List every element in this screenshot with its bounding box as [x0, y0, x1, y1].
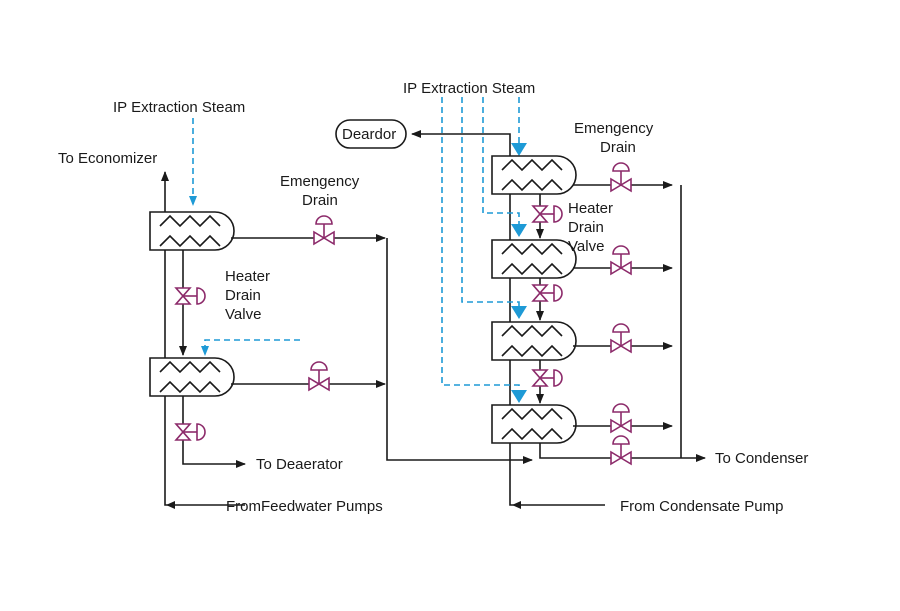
heater-drain-valve-right-1: Heater — [568, 200, 613, 217]
ip-steam-line-4 — [441, 97, 520, 390]
condenser-drain-valve[interactable] — [610, 435, 632, 466]
emergency-drain-right-label-2: Drain — [600, 139, 636, 156]
right-heater-4 — [491, 404, 577, 444]
from-feedwater-label: FromFeedwater Pumps — [226, 498, 383, 515]
right-heater-drain-valve-3[interactable] — [531, 369, 563, 387]
ip-steam-label-left: IP Extraction Steam — [113, 99, 245, 116]
to-economizer-label: To Economizer — [58, 150, 157, 167]
left-heater-train — [149, 118, 533, 509]
to-condenser-label: To Condenser — [715, 450, 808, 467]
steam-inlet-3 — [511, 306, 527, 319]
from-condensate-arrowhead — [512, 501, 521, 509]
right-heater-2 — [491, 239, 577, 279]
emergency-drain-left-label-1: Emengency — [280, 173, 360, 190]
left-lower-drain-valve[interactable] — [174, 423, 206, 441]
deaerator-box — [335, 119, 407, 149]
ip-steam-line-left-lower — [201, 339, 300, 356]
steam-inlet-2 — [511, 224, 527, 237]
right-heater-train — [335, 97, 706, 509]
ip-steam-line-2 — [482, 97, 520, 224]
emergency-drain-right-label-1: Emengency — [574, 120, 654, 137]
heater-drain-valve-left-2: Drain — [225, 287, 261, 304]
right-emergency-valve-2[interactable] — [610, 245, 632, 276]
left-heater-lower — [149, 357, 235, 397]
feedwater-return-line — [164, 230, 245, 506]
to-condenser-line — [539, 443, 706, 462]
condensate-to-deaerator — [411, 130, 511, 158]
right-emergency-valve-1[interactable] — [610, 162, 632, 193]
right-heater-3 — [491, 321, 577, 361]
right-heater-drain-valve-2[interactable] — [531, 284, 563, 302]
right-emergency-valve-4[interactable] — [610, 403, 632, 434]
to-deaerator-line — [182, 396, 246, 468]
ip-steam-line-3 — [461, 97, 520, 306]
heater-drain-valve-left-3: Valve — [225, 306, 261, 323]
steam-inlet-1 — [511, 143, 527, 156]
emergency-drain-header-left — [386, 238, 533, 464]
heater-drain-valve-right-3: Valve — [568, 238, 604, 255]
deaerator-box-label: Deardor — [342, 126, 396, 143]
left-heater-upper — [149, 211, 235, 251]
heater-drain-valve-left-1: Heater — [225, 268, 270, 285]
emergency-drain-left-label-2: Drain — [302, 192, 338, 209]
left-heater-drain-valve[interactable] — [174, 287, 206, 305]
heater-drain-valve-right-2: Drain — [568, 219, 604, 236]
right-heater-drain-valve-1[interactable] — [531, 205, 563, 223]
from-feedwater-arrowhead — [166, 501, 175, 509]
left-emergency-valve-1[interactable] — [313, 215, 335, 246]
left-emergency-valve-2[interactable] — [308, 361, 330, 392]
to-deaerator-label: To Deaerator — [256, 456, 343, 473]
right-emergency-valve-3[interactable] — [610, 323, 632, 354]
from-condensate-label: From Condensate Pump — [620, 498, 783, 515]
right-heater-1 — [491, 155, 577, 195]
ip-steam-label-right: IP Extraction Steam — [403, 80, 535, 97]
steam-inlet-4 — [511, 390, 527, 403]
